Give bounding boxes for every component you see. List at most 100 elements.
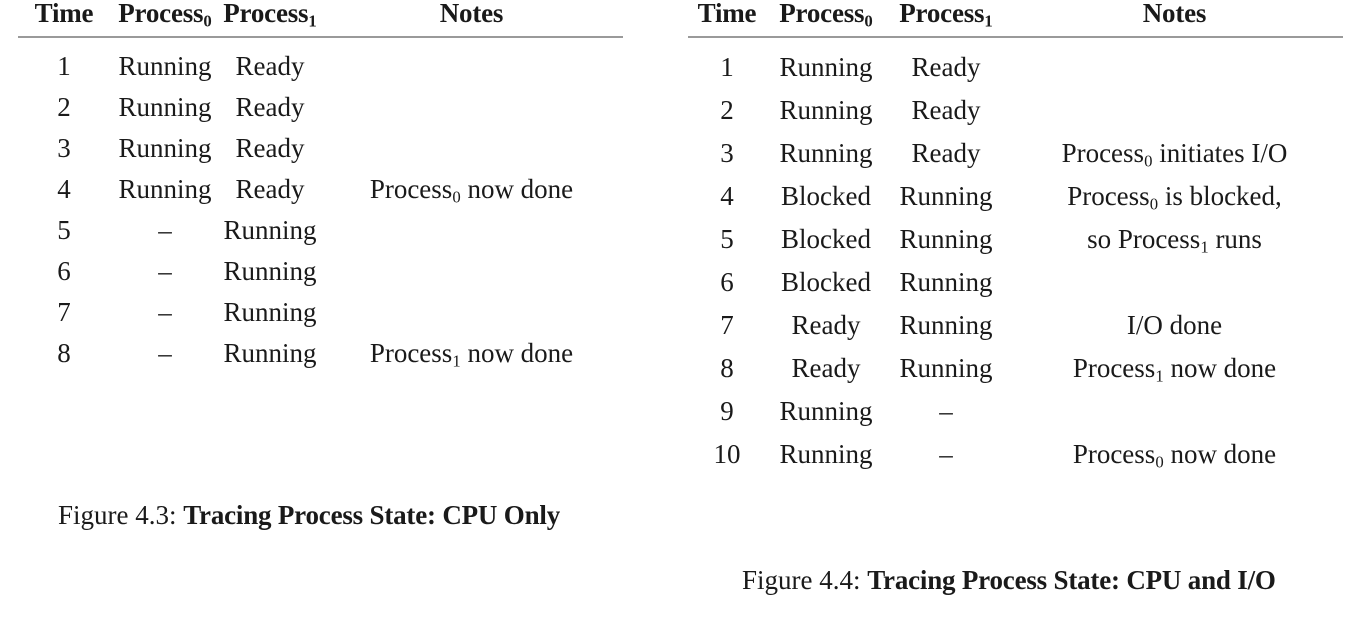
table-row: 5 – Running (18, 210, 623, 251)
cell-process0: Blocked (781, 267, 871, 297)
cell-process1: Running (899, 353, 993, 383)
cell-process0: – (158, 215, 172, 245)
cell-notes (320, 87, 623, 128)
cell-notes: Process1 now done (1006, 347, 1343, 390)
header-text: Time (34, 0, 94, 28)
cell-notes (1006, 261, 1343, 304)
cell-process1: Running (223, 338, 317, 368)
cell-time: 8 (720, 353, 734, 383)
header-text: Time (697, 0, 757, 28)
cell-time: 1 (720, 52, 734, 82)
table-row: 8 – Running Process1 now done (18, 333, 623, 374)
subscript: 1 (1200, 237, 1209, 257)
column-header-notes: Notes (1006, 0, 1343, 37)
table-row: 6 Blocked Running (688, 261, 1343, 304)
header-text: Notes (1142, 0, 1207, 28)
subscript: 0 (1149, 194, 1159, 214)
table-row: 8 Ready Running Process1 now done (688, 347, 1343, 390)
cell-time: 3 (57, 133, 71, 163)
caption-label: Figure 4.3: (58, 500, 177, 530)
cell-notes (1006, 89, 1343, 132)
cell-process0: Blocked (781, 181, 871, 211)
note-text: Process (1067, 181, 1150, 211)
note-text: is blocked, (1158, 181, 1282, 211)
cell-process1: Running (899, 310, 993, 340)
cell-notes: Process0 now done (320, 169, 623, 210)
cell-process0: Running (779, 138, 873, 168)
cell-notes: Process0 initiates I/O (1006, 132, 1343, 175)
cell-time: 4 (720, 181, 734, 211)
cell-notes (1006, 37, 1343, 89)
table-row: 7 – Running (18, 292, 623, 333)
cell-notes (320, 251, 623, 292)
trace-table-cpu-and-io: Time Process0 Process1 Notes 1 Running R… (688, 0, 1343, 476)
cell-process1: – (939, 396, 953, 426)
table-row: 2 Running Ready (688, 89, 1343, 132)
column-header-process1: Process1 (220, 0, 320, 37)
cell-notes: Process0 is blocked, (1006, 175, 1343, 218)
column-header-time: Time (18, 0, 110, 37)
cell-process0: Running (779, 396, 873, 426)
table-row: 4 Blocked Running Process0 is blocked, (688, 175, 1343, 218)
note-text: Process (1061, 138, 1145, 168)
header-text: Process (779, 0, 865, 28)
header-text: Notes (439, 0, 504, 28)
note-text: runs (1208, 224, 1262, 254)
cell-process0: – (158, 297, 172, 327)
table-row: 2 Running Ready (18, 87, 623, 128)
subscript: 0 (452, 187, 461, 207)
caption-title: Tracing Process State: CPU Only (183, 500, 560, 530)
table-row: 3 Running Ready Process0 initiates I/O (688, 132, 1343, 175)
subscript: 1 (452, 351, 461, 371)
cell-process1: Ready (235, 174, 305, 204)
cell-process1: Ready (911, 52, 981, 82)
cell-time: 5 (720, 224, 734, 254)
header-text: Process (118, 0, 204, 28)
note-text: Process (1072, 439, 1156, 469)
cell-time: 3 (720, 138, 734, 168)
note-text: now done (460, 338, 574, 368)
trace-table-cpu-only: Time Process0 Process1 Notes 1 Running R… (18, 0, 623, 374)
figure-4-3: Time Process0 Process1 Notes 1 Running R… (0, 0, 660, 374)
column-header-process1: Process1 (886, 0, 1006, 37)
cell-time: 4 (57, 174, 71, 204)
cell-process1: Running (899, 224, 993, 254)
subscript: 1 (308, 11, 317, 31)
note-text: now done (460, 174, 574, 204)
cell-time: 9 (720, 396, 734, 426)
cell-process1: Running (223, 297, 317, 327)
table-row: 5 Blocked Running so Process1 runs (688, 218, 1343, 261)
cell-notes (320, 128, 623, 169)
cell-notes (1006, 390, 1343, 433)
cell-notes (320, 292, 623, 333)
note-text: Process (369, 338, 453, 368)
cell-time: 7 (57, 297, 71, 327)
cell-time: 8 (57, 338, 71, 368)
cell-time: 5 (57, 215, 71, 245)
cell-process1: Running (223, 215, 317, 245)
cell-process1: Ready (235, 92, 305, 122)
note-text: now done (1163, 353, 1277, 383)
cell-process1: Ready (235, 133, 305, 163)
subscript: 0 (864, 11, 873, 31)
table-row: 1 Running Ready (688, 37, 1343, 89)
cell-process1: – (939, 439, 953, 469)
subscript: 0 (203, 11, 212, 31)
cell-process0: Running (779, 439, 873, 469)
table-row: 10 Running – Process0 now done (688, 433, 1343, 476)
cell-process0: Blocked (781, 224, 871, 254)
subscript: 1 (1155, 366, 1164, 386)
cell-process1: Ready (911, 95, 981, 125)
note-text: now done (1163, 439, 1277, 469)
table-header: Time Process0 Process1 Notes (18, 0, 623, 37)
cell-process0: Running (779, 52, 873, 82)
cell-process1: Ready (911, 138, 981, 168)
cell-time: 1 (57, 51, 71, 81)
header-row: Time Process0 Process1 Notes (18, 0, 623, 37)
cell-notes (320, 37, 623, 87)
cell-time: 7 (720, 310, 734, 340)
table-row: 9 Running – (688, 390, 1343, 433)
header-text: Process (899, 0, 985, 28)
cell-time: 10 (713, 439, 741, 469)
cell-process0: – (158, 338, 172, 368)
